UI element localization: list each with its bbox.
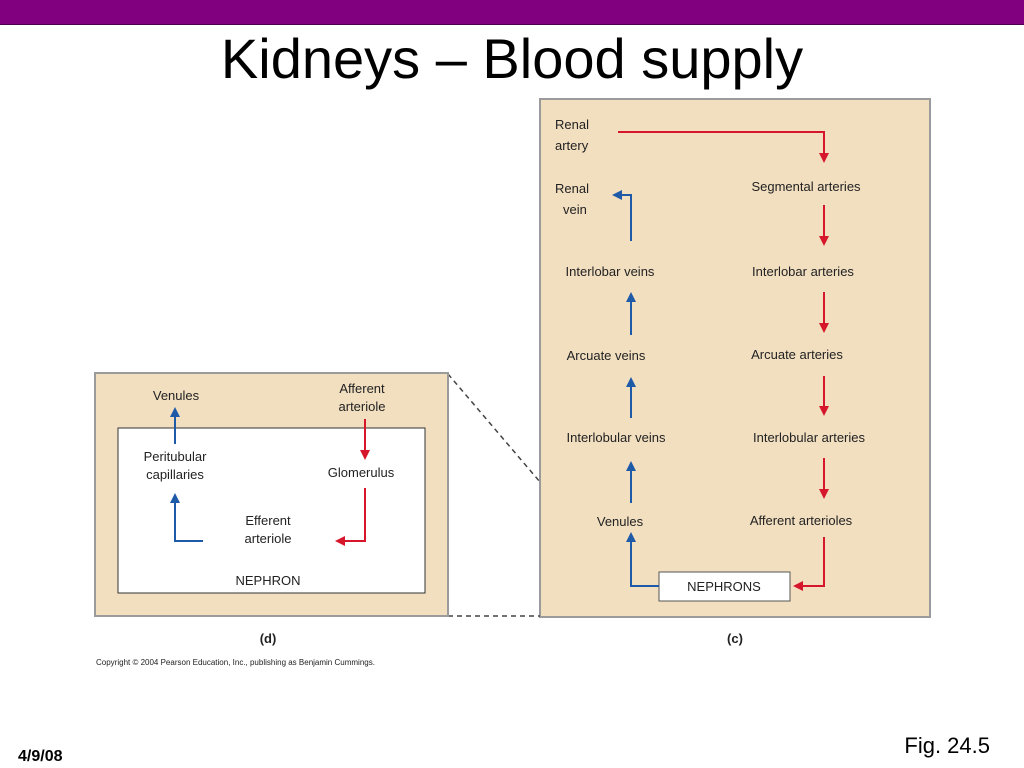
- renal-artery-arrow: [618, 131, 829, 163]
- d-venules-label: Venules: [153, 388, 200, 403]
- interlobar-veins-label: Interlobar veins: [566, 264, 655, 279]
- copyright-text: Copyright © 2004 Pearson Education, Inc.…: [96, 658, 375, 667]
- nephron-box: [117, 427, 426, 594]
- efferent-to-peritubular-arrow: [170, 493, 203, 542]
- panel-d: Venules Afferent arteriole Peritubular c…: [94, 372, 449, 617]
- header-bar: [0, 0, 1024, 25]
- efferent-arteriole-label-line1: Efferent: [245, 513, 291, 528]
- glomerulus-to-efferent-arrow: [335, 488, 366, 546]
- afferent-to-nephrons-arrow: [793, 537, 825, 591]
- renal-vein-label-line2: vein: [563, 202, 587, 217]
- segmental-arteries-label: Segmental arteries: [751, 179, 861, 194]
- nephrons-to-venules-arrow: [626, 532, 659, 587]
- peritubular-label-line1: Peritubular: [144, 449, 208, 464]
- afferent-arterioles-label: Afferent arterioles: [750, 513, 853, 528]
- panel-c-letter: (c): [727, 631, 743, 646]
- interlobular-arteries-label: Interlobular arteries: [753, 430, 865, 445]
- slide-date: 4/9/08: [18, 748, 63, 765]
- arcuate-arteries-label: Arcuate arteries: [751, 347, 843, 362]
- afferent-arteriole-label-line2: arteriole: [339, 399, 386, 414]
- panel-c-background: [539, 98, 931, 618]
- renal-artery-label-line2: artery: [555, 138, 589, 153]
- interlobar-to-renal-vein-arrow: [612, 190, 632, 241]
- interlobular-veins-label: Interlobular veins: [567, 430, 666, 445]
- afferent-arteriole-label-line1: Afferent: [339, 381, 385, 396]
- nephrons-label: NEPHRONS: [687, 579, 761, 594]
- peritubular-label-line2: capillaries: [146, 467, 204, 482]
- nephron-label: NEPHRON: [235, 573, 300, 588]
- slide-title: Kidneys – Blood supply: [220, 27, 804, 90]
- renal-vein-label-line1: Renal: [555, 181, 589, 196]
- figure-reference: Fig. 24.5: [904, 733, 990, 758]
- interlobar-arteries-label: Interlobar arteries: [752, 264, 854, 279]
- renal-artery-label-line1: Renal: [555, 117, 589, 132]
- panel-d-letter: (d): [260, 631, 277, 646]
- panel-c: Renal artery Renal vein Segmental arteri…: [539, 98, 931, 618]
- arcuate-veins-label: Arcuate veins: [567, 348, 646, 363]
- efferent-arteriole-label-line2: arteriole: [245, 531, 292, 546]
- glomerulus-label: Glomerulus: [328, 465, 395, 480]
- venules-label: Venules: [597, 514, 644, 529]
- zoom-connector-top: [447, 373, 541, 483]
